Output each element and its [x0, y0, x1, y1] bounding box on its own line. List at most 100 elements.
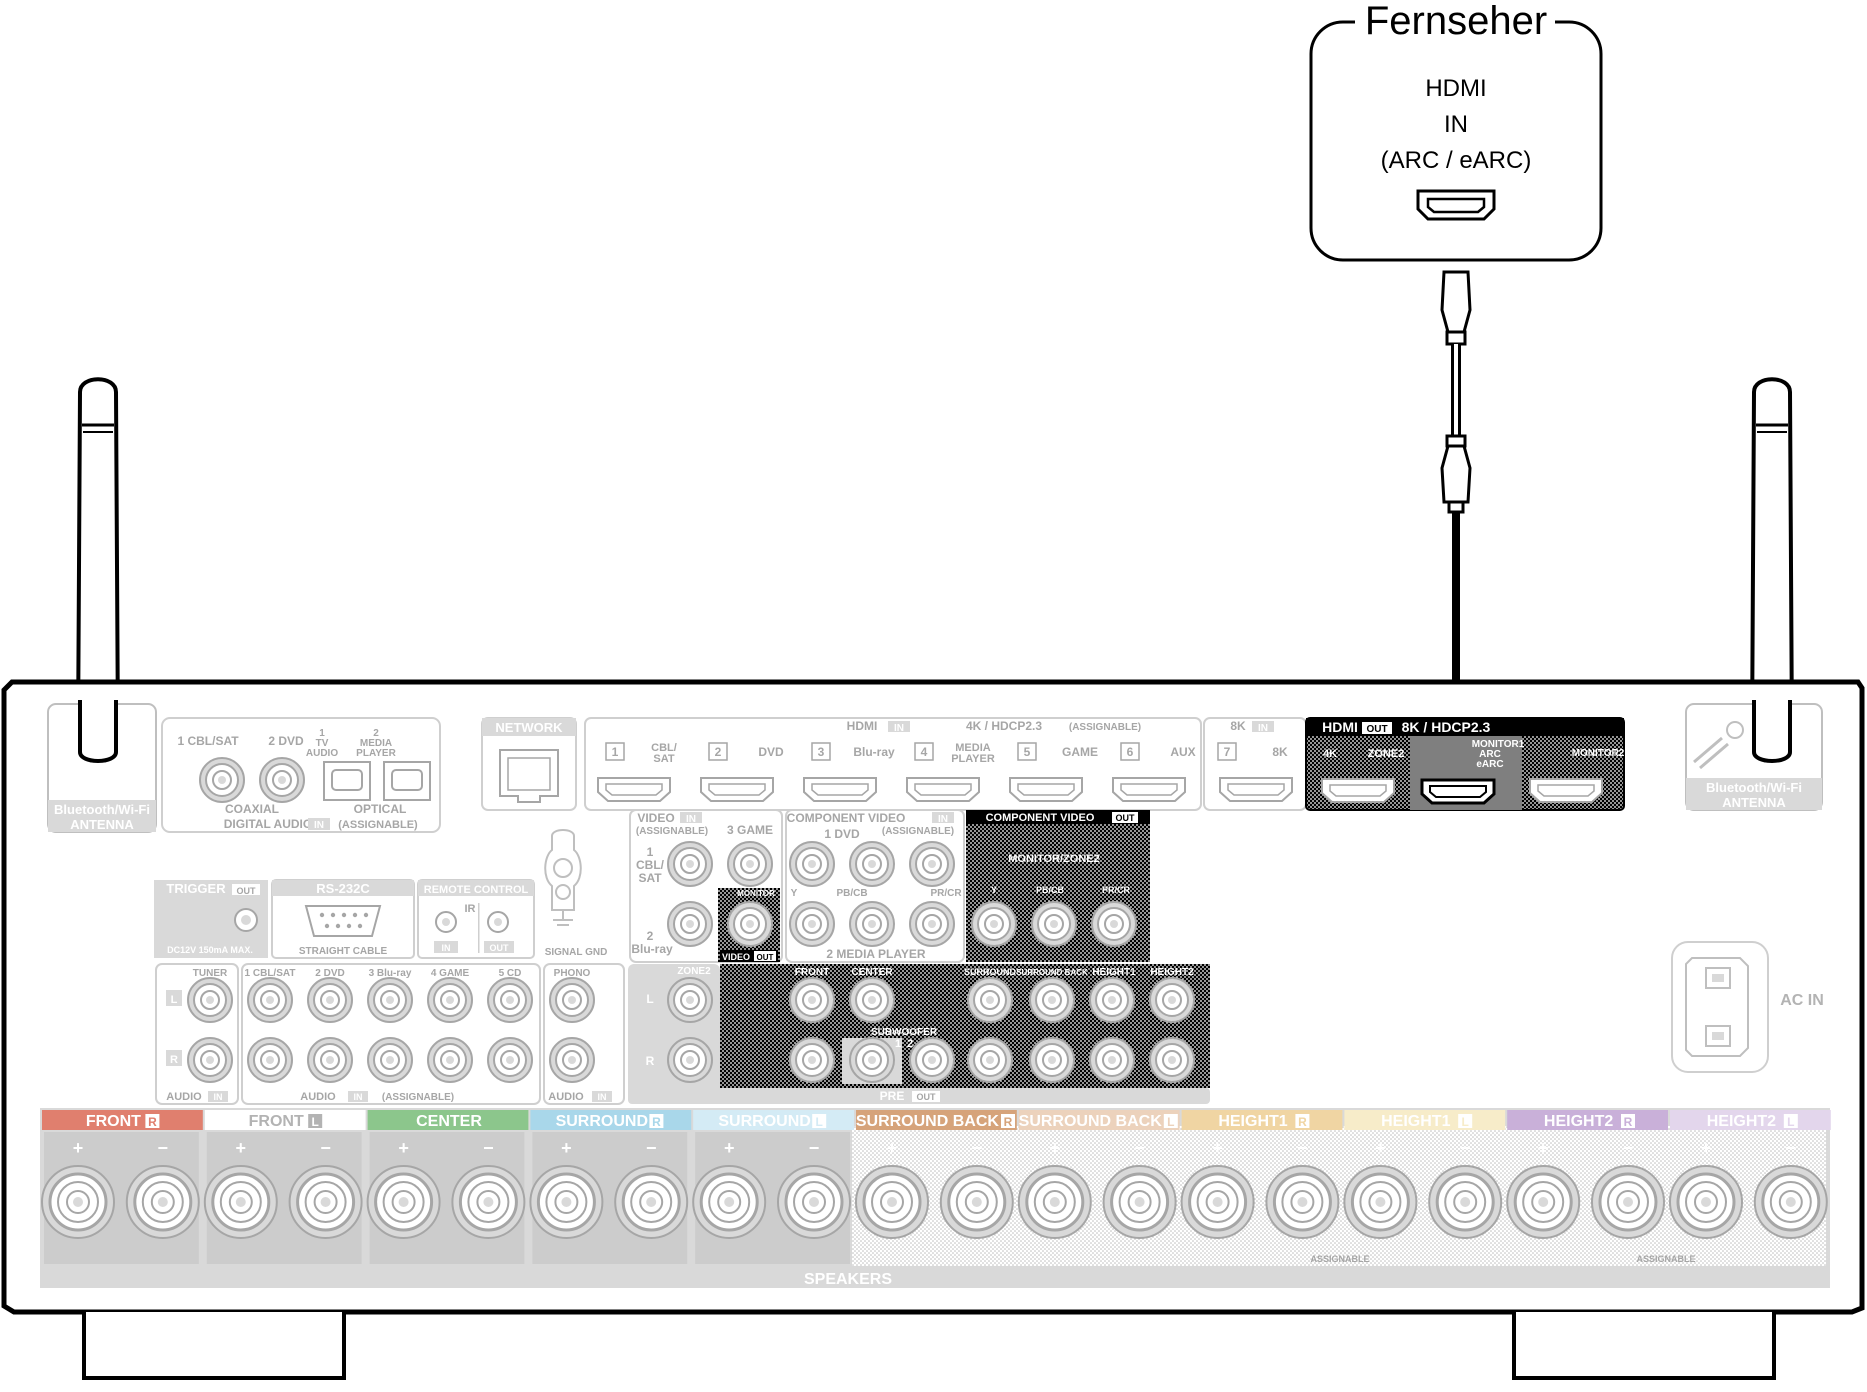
audio-in-label-1: 1 CBL/SAT: [245, 968, 296, 979]
hdmi-out-monitor1-line1: MONITOR1: [1472, 739, 1525, 750]
hdmi-out-monitor1-port: [1420, 778, 1496, 805]
audio-in-jack-l-5: [427, 977, 473, 1023]
speaker-name-3: CENTER: [416, 1113, 482, 1130]
speaker-minus-6: −: [972, 1138, 983, 1158]
network-label: NETWORK: [495, 720, 563, 735]
speaker-post-plus-4: [528, 1164, 604, 1240]
speaker-minus-8: −: [1297, 1138, 1308, 1158]
component-in-badge: IN: [938, 814, 948, 825]
component-in-2-pb: [849, 901, 895, 947]
speaker-name-9: HEIGHT1: [1381, 1113, 1450, 1130]
audio-in-label-3: 3 Blu-ray: [369, 968, 412, 979]
pre-height1-l: [1089, 977, 1135, 1023]
pre-height2-r: [1149, 1037, 1195, 1083]
hdmi-out-zone2-port: [1321, 778, 1395, 803]
pre-sw2-label: 2: [907, 1038, 913, 1050]
speaker-post-minus-6: [939, 1164, 1015, 1240]
video-out-monitor-jack: [727, 901, 773, 947]
speaker-post-minus-11: [1753, 1164, 1829, 1240]
tv-hdmi-port: [1416, 189, 1496, 221]
coaxial-label: COAXIAL: [225, 802, 279, 816]
speaker-post-plus-5: [691, 1164, 767, 1240]
remote-in-label: IN: [442, 943, 451, 953]
audio-in-jack-r-7: [549, 1037, 595, 1083]
speaker-side-4: R: [652, 1115, 661, 1129]
hdmi-in-4-name-line2: PLAYER: [951, 753, 995, 765]
speaker-post-plus-8: [1180, 1164, 1256, 1240]
optical-2-number: 2: [373, 728, 379, 739]
audio-in-jack-l-4: [367, 977, 413, 1023]
hdmi-in-assignable: (ASSIGNABLE): [1069, 722, 1141, 733]
video-bluray-line1: 2: [647, 929, 654, 943]
hdmi-in-7-name: 8K: [1272, 745, 1288, 759]
coaxial-jack-2: [259, 757, 305, 803]
speaker-assignable-1: ASSIGNABLE: [1310, 1254, 1369, 1264]
speaker-name-11: HEIGHT2: [1707, 1113, 1776, 1130]
audio-l-label: L: [171, 994, 178, 1006]
audio-in-jack-l-2: [247, 977, 293, 1023]
audio-in-jack-l-6: [487, 977, 533, 1023]
hdmi-out-badge: OUT: [1366, 724, 1387, 735]
hdmi-in-2-name: DVD: [758, 745, 784, 759]
signal-gnd: SIGNAL GND: [544, 829, 607, 958]
speaker-post-minus-7: [1102, 1164, 1178, 1240]
speaker-post-plus-1: [40, 1164, 116, 1240]
hdmi-in-7-number: 7: [1224, 745, 1231, 759]
hdmi-out-monitor2-label: MONITOR2: [1572, 748, 1625, 759]
hdmi-in-2-number: 2: [715, 745, 722, 759]
zone2-r-jack: [667, 1037, 713, 1083]
speaker-plus-8: +: [1212, 1138, 1223, 1158]
speaker-side-2: L: [312, 1115, 319, 1129]
ac-in-label: AC IN: [1780, 992, 1824, 1009]
component-out-pr: [1091, 901, 1137, 947]
tuner-label: TUNER: [193, 968, 228, 979]
video-monitor-label: MONITOR: [737, 889, 775, 898]
hdmi-in-4-name-line1: MEDIA: [955, 742, 991, 754]
hdmi-8k-badge: IN: [1258, 723, 1268, 734]
speaker-name-1: FRONT: [86, 1113, 141, 1130]
speaker-name-2: FRONT: [249, 1113, 304, 1130]
hdmi-in-3-name: Blu-ray: [853, 745, 895, 759]
tv-title: Fernseher: [1365, 0, 1547, 43]
component-out-y: [971, 901, 1017, 947]
speaker-side-6: R: [1004, 1115, 1013, 1129]
antenna-left-label-2: ANTENNA: [70, 817, 134, 832]
tv-port-label-line3: (ARC / eARC): [1381, 147, 1532, 174]
network-section: NETWORK: [481, 717, 577, 811]
component-in-dvd: 1 DVD: [824, 827, 860, 841]
component-in-1-y: [789, 841, 835, 887]
component-in-media: 2 MEDIA PLAYER: [826, 947, 925, 961]
hdmi-in-2-port: [700, 777, 774, 802]
pre-front-r: [789, 1037, 835, 1083]
hdmi-in-5-port: [1009, 777, 1083, 802]
antenna-base-left: Bluetooth/Wi-Fi ANTENNA: [47, 700, 157, 833]
speaker-minus-2: −: [320, 1138, 331, 1158]
speaker-minus-3: −: [483, 1138, 494, 1158]
remote-title: REMOTE CONTROL: [424, 884, 529, 896]
speaker-plus-9: +: [1375, 1138, 1386, 1158]
hdmi-in-4-port: [906, 777, 980, 802]
speaker-minus-5: −: [809, 1138, 820, 1158]
speaker-header-1: [42, 1110, 203, 1130]
pre-subwoofer-label: SUBWOOFER: [871, 1027, 938, 1038]
digital-audio-footer: DIGITAL AUDIO: [224, 817, 312, 831]
ac-inlet: [1685, 957, 1749, 1057]
component-in-section: COMPONENT VIDEO IN (ASSIGNABLE) 1 DVD Y …: [785, 809, 965, 963]
ac-in-section: AC IN: [1671, 941, 1824, 1073]
audio-in-label-2: 2 DVD: [315, 968, 344, 979]
audio-in-jack-l-3: [307, 977, 353, 1023]
hdmi-out-zone2-label: ZONE2: [1368, 748, 1405, 760]
audio-in-label-5: 5 CD: [499, 968, 522, 979]
optical-1-name2: AUDIO: [306, 748, 338, 759]
pre-surround-l: [967, 977, 1013, 1023]
pre-surround-back-l: [1029, 977, 1075, 1023]
speaker-side-5: L: [816, 1115, 823, 1129]
audio-in-jack-r-2: [247, 1037, 293, 1083]
speaker-side-10: R: [1624, 1115, 1633, 1129]
pre-height1-label: HEIGHT1: [1092, 967, 1136, 978]
component-out-pr-label: PR/CR: [1102, 885, 1131, 895]
zone2-label: ZONE2: [677, 966, 711, 977]
optical-1-number: 1: [319, 728, 325, 739]
